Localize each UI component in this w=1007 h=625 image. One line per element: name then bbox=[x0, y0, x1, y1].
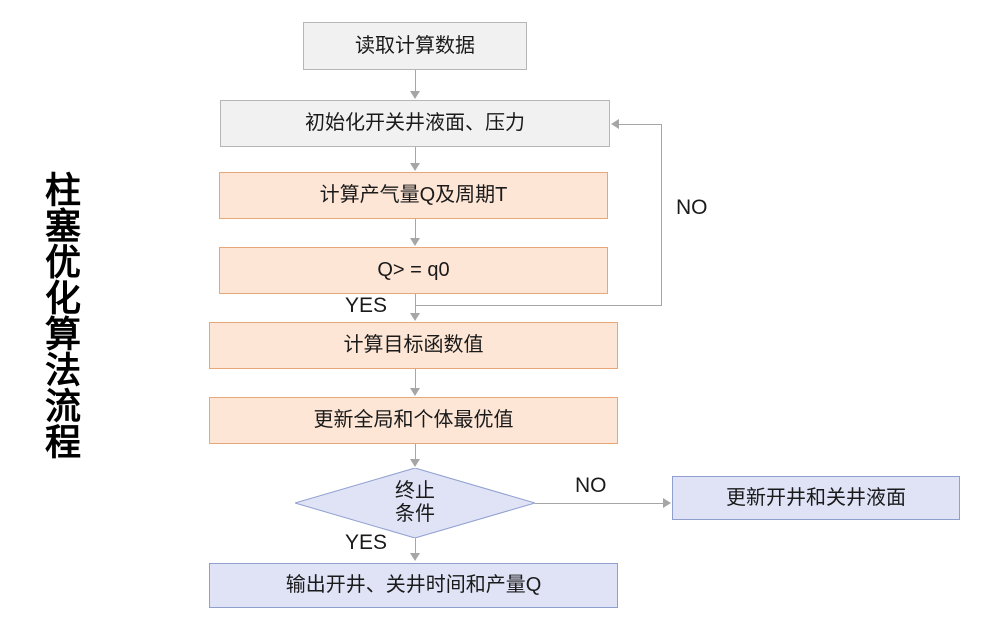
node-terminate-condition-label: 终止 条件 bbox=[295, 468, 535, 538]
edge-cond-no-horizontal bbox=[415, 305, 662, 306]
node-output-result-label: 输出开井、关井时间和产量Q bbox=[285, 574, 542, 596]
edge-calc-to-cond bbox=[415, 219, 416, 239]
node-initialize-label: 初始化开关井液面、压力 bbox=[305, 112, 525, 134]
node-read-data-label: 读取计算数据 bbox=[355, 34, 475, 57]
node-read-data[interactable]: 读取计算数据 bbox=[303, 22, 527, 70]
node-condition-q[interactable]: Q> = q0 bbox=[219, 247, 608, 294]
node-calc-gas-label: 计算产气量Q及周期T bbox=[319, 184, 508, 206]
arrowhead-terminate-no bbox=[663, 498, 671, 508]
node-initialize[interactable]: 初始化开关井液面、压力 bbox=[220, 100, 610, 147]
edge-cond-no-vertical bbox=[661, 124, 662, 306]
node-update-levels-label: 更新开井和关井液面 bbox=[726, 486, 906, 509]
edge-objective-to-update-best bbox=[415, 369, 416, 389]
arrowhead-calc-to-cond bbox=[410, 238, 420, 246]
node-update-best[interactable]: 更新全局和个体最优值 bbox=[209, 397, 618, 444]
arrowhead-terminate-yes bbox=[410, 553, 420, 561]
edge-label-terminate-no: NO bbox=[575, 474, 607, 497]
arrowhead-cond-yes-to-objective bbox=[410, 313, 420, 321]
node-output-result[interactable]: 输出开井、关井时间和产量Q bbox=[209, 563, 618, 608]
node-calc-gas[interactable]: 计算产气量Q及周期T bbox=[219, 172, 608, 219]
terminate-label-line1: 终止 bbox=[395, 480, 435, 502]
arrowhead-update-best-to-terminate bbox=[410, 459, 420, 467]
edge-label-q-no: NO bbox=[676, 196, 708, 219]
terminate-label-line2: 条件 bbox=[395, 503, 435, 525]
node-update-best-label: 更新全局和个体最优值 bbox=[313, 409, 514, 431]
node-terminate-condition[interactable]: 终止 条件 bbox=[295, 468, 535, 538]
node-condition-q-label: Q> = q0 bbox=[377, 259, 450, 281]
node-calc-objective[interactable]: 计算目标函数值 bbox=[209, 322, 618, 369]
edge-cond-no-return bbox=[619, 124, 662, 125]
edge-label-q-yes: YES bbox=[345, 294, 388, 317]
node-calc-objective-label: 计算目标函数值 bbox=[343, 334, 484, 356]
edge-read-to-init bbox=[415, 70, 416, 92]
arrowhead-cond-no-to-init bbox=[611, 119, 619, 129]
arrowhead-init-to-calc bbox=[410, 163, 420, 171]
edge-label-terminate-yes: YES bbox=[345, 531, 388, 554]
edge-cond-yes-to-objective bbox=[415, 294, 416, 314]
edge-update-best-to-terminate bbox=[415, 444, 416, 460]
arrowhead-read-to-init bbox=[410, 91, 420, 99]
edge-terminate-yes bbox=[415, 538, 416, 554]
edge-init-to-calc bbox=[415, 147, 416, 164]
figure-side-title: 柱塞优化算法流程 bbox=[40, 171, 81, 459]
arrowhead-objective-to-update-best bbox=[410, 388, 420, 396]
node-update-levels[interactable]: 更新开井和关井液面 bbox=[672, 476, 960, 520]
diamond-shape bbox=[295, 468, 535, 538]
edge-terminate-no bbox=[535, 503, 664, 504]
